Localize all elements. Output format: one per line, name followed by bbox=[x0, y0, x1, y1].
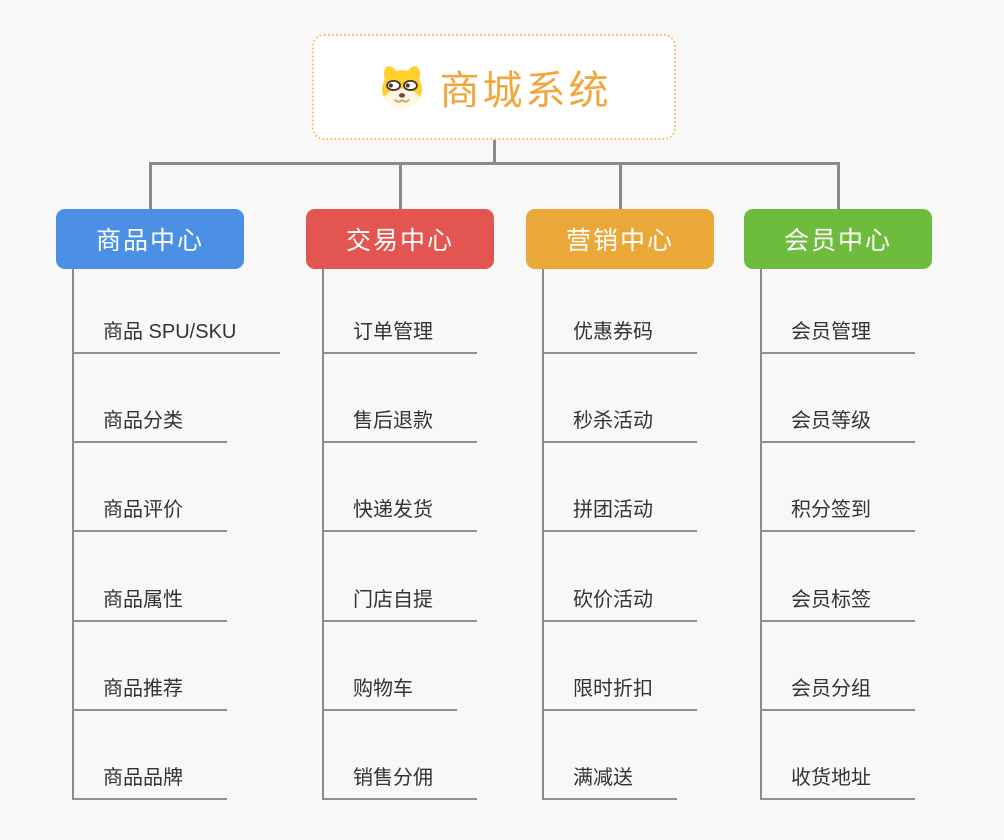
leaf-label: 商品推荐 bbox=[103, 678, 183, 700]
leaf-node[interactable]: 销售分佣 bbox=[323, 766, 477, 800]
leaf-label: 商品属性 bbox=[103, 589, 183, 611]
leaf-label: 会员分组 bbox=[791, 678, 871, 700]
branch-trunk-line bbox=[72, 269, 74, 800]
branch-drop-line bbox=[398, 162, 402, 209]
leaf-node[interactable]: 砍价活动 bbox=[543, 588, 697, 622]
leaf-node[interactable]: 会员管理 bbox=[761, 320, 915, 354]
leaf-label: 秒杀活动 bbox=[573, 410, 653, 432]
dog-face-icon bbox=[377, 64, 427, 110]
branch-drop-line bbox=[618, 162, 622, 209]
leaf-node[interactable]: 收货地址 bbox=[761, 766, 915, 800]
leaf-label: 拼团活动 bbox=[573, 499, 653, 521]
leaf-node[interactable]: 秒杀活动 bbox=[543, 409, 697, 443]
leaf-node[interactable]: 商品 SPU/SKU bbox=[73, 320, 281, 354]
leaf-node[interactable]: 会员等级 bbox=[761, 409, 915, 443]
leaf-node[interactable]: 拼团活动 bbox=[543, 498, 697, 532]
leaf-node[interactable]: 售后退款 bbox=[323, 409, 477, 443]
branch-trunk-line bbox=[542, 269, 544, 800]
branch-bus-line bbox=[148, 162, 840, 165]
leaf-label: 收货地址 bbox=[791, 767, 871, 789]
branch-node[interactable]: 商品中心 bbox=[56, 209, 244, 269]
leaf-node[interactable]: 优惠券码 bbox=[543, 320, 697, 354]
leaf-label: 购物车 bbox=[353, 678, 413, 700]
root-label: 商城系统 bbox=[439, 69, 612, 113]
leaf-node[interactable]: 限时折扣 bbox=[543, 677, 697, 711]
leaf-label: 会员标签 bbox=[791, 589, 871, 611]
leaf-label: 商品分类 bbox=[103, 410, 183, 432]
leaf-label: 快递发货 bbox=[353, 499, 433, 521]
leaf-label: 商品评价 bbox=[103, 499, 183, 521]
leaf-node[interactable]: 会员分组 bbox=[761, 677, 915, 711]
leaf-node[interactable]: 商品推荐 bbox=[73, 677, 227, 711]
leaf-label: 满减送 bbox=[573, 767, 633, 789]
branch-label: 营销中心 bbox=[565, 227, 674, 255]
branch-node[interactable]: 交易中心 bbox=[306, 209, 494, 269]
leaf-label: 订单管理 bbox=[353, 321, 433, 343]
branch-node[interactable]: 营销中心 bbox=[526, 209, 714, 269]
leaf-label: 门店自提 bbox=[353, 589, 433, 611]
root-connector-stub bbox=[492, 140, 496, 165]
leaf-node[interactable]: 购物车 bbox=[323, 677, 457, 711]
leaf-label: 售后退款 bbox=[353, 410, 433, 432]
branch-label: 商品中心 bbox=[95, 227, 204, 255]
root-node[interactable]: 商城系统 bbox=[312, 34, 676, 140]
leaf-node[interactable]: 满减送 bbox=[543, 766, 677, 800]
branch-node[interactable]: 会员中心 bbox=[744, 209, 932, 269]
leaf-label: 积分签到 bbox=[791, 499, 871, 521]
leaf-node[interactable]: 商品品牌 bbox=[73, 766, 227, 800]
branch-drop-line bbox=[148, 162, 152, 209]
leaf-label: 优惠券码 bbox=[573, 321, 653, 343]
branch-trunk-line bbox=[760, 269, 762, 800]
leaf-node[interactable]: 商品评价 bbox=[73, 498, 227, 532]
leaf-label: 会员管理 bbox=[791, 321, 871, 343]
leaf-node[interactable]: 积分签到 bbox=[761, 498, 915, 532]
leaf-label: 限时折扣 bbox=[573, 678, 653, 700]
leaf-label: 销售分佣 bbox=[353, 767, 433, 789]
branch-label: 交易中心 bbox=[345, 227, 454, 255]
leaf-label: 商品 SPU/SKU bbox=[103, 321, 237, 343]
leaf-label: 会员等级 bbox=[791, 410, 871, 432]
branch-label: 会员中心 bbox=[783, 227, 892, 255]
leaf-label: 砍价活动 bbox=[573, 589, 653, 611]
leaf-node[interactable]: 订单管理 bbox=[323, 320, 477, 354]
leaf-node[interactable]: 会员标签 bbox=[761, 588, 915, 622]
leaf-node[interactable]: 商品属性 bbox=[73, 588, 227, 622]
branch-trunk-line bbox=[322, 269, 324, 800]
branch-drop-line bbox=[836, 162, 840, 209]
leaf-node[interactable]: 快递发货 bbox=[323, 498, 477, 532]
leaf-node[interactable]: 门店自提 bbox=[323, 588, 477, 622]
leaf-node[interactable]: 商品分类 bbox=[73, 409, 227, 443]
leaf-label: 商品品牌 bbox=[103, 767, 183, 789]
